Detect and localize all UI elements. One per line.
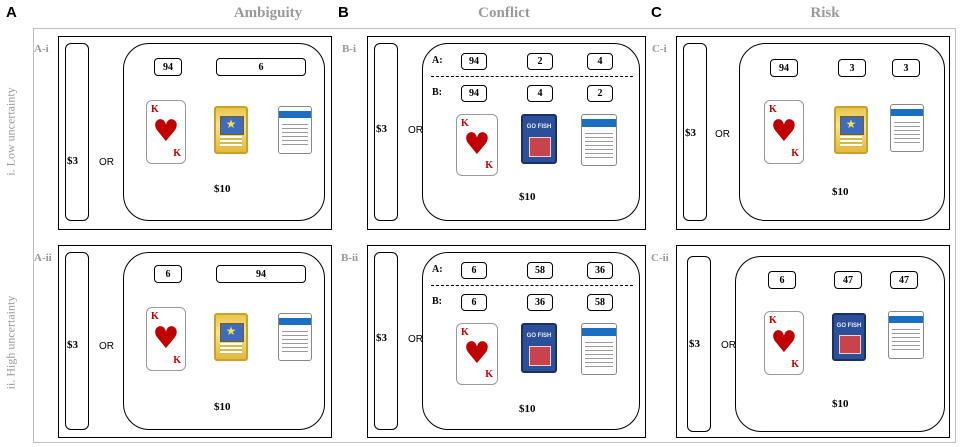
sure-option-pillar[interactable] — [687, 256, 711, 432]
row-label-high-uncertainty: ii. High uncertainty — [3, 295, 18, 390]
probability-box: 94 — [461, 53, 487, 70]
probability-box: 47 — [890, 271, 918, 289]
sure-amount: $3 — [67, 155, 78, 167]
panel-label: B-i — [342, 43, 357, 55]
probability-box: 94 — [770, 59, 798, 77]
probability-box: 6 — [461, 262, 487, 279]
dashed-divider — [431, 76, 633, 77]
king-of-hearts-card-icon: K ♥ K — [456, 114, 498, 176]
lottery-option[interactable]: A: 94 2 4 B: 94 4 2 K ♥ K GO FISH $10 — [422, 43, 640, 221]
king-of-hearts-card-icon: K ♥ K — [764, 311, 804, 375]
or-label: OR — [99, 341, 114, 352]
probability-box: 2 — [527, 53, 553, 70]
or-label: OR — [408, 334, 423, 345]
sure-option-pillar[interactable] — [65, 252, 89, 430]
column-title-conflict: Conflict — [478, 5, 530, 21]
sure-option-pillar[interactable] — [374, 252, 398, 430]
probability-box: 58 — [587, 294, 613, 311]
king-of-hearts-card-icon: K ♥ K — [146, 100, 186, 164]
or-label: OR — [721, 340, 736, 351]
sure-amount: $3 — [689, 338, 700, 350]
row-label-low-uncertainty: i. Low uncertainty — [3, 87, 18, 176]
prize-amount: $10 — [214, 183, 231, 195]
prize-amount: $10 — [832, 398, 849, 410]
row-b-label: B: — [432, 296, 442, 307]
figure-frame — [33, 28, 956, 443]
lottery-option[interactable]: A: 6 58 36 B: 6 36 58 K ♥ K GO FISH $10 — [422, 252, 640, 430]
column-title-risk: Risk — [810, 5, 840, 21]
dashed-divider — [431, 285, 633, 286]
column-title-ambiguity: Ambiguity — [233, 5, 303, 21]
prize-amount: $10 — [519, 403, 536, 415]
king-of-hearts-card-icon: K ♥ K — [764, 100, 804, 164]
row-a-label: A: — [432, 264, 443, 275]
sure-amount: $3 — [67, 339, 78, 351]
prize-amount: $10 — [832, 186, 849, 198]
probability-box: 36 — [527, 294, 553, 311]
pokemon-card-icon: ★ — [214, 313, 248, 361]
probability-box: 2 — [587, 85, 613, 102]
trump-card-icon — [278, 313, 312, 361]
row-b-label: B: — [432, 87, 442, 98]
panel-a-ii: A-ii $3 OR 6 94 K ♥ K ★ $10 — [34, 245, 332, 438]
king-of-hearts-card-icon: K ♥ K — [146, 307, 186, 371]
trump-card-icon — [581, 323, 617, 375]
probability-box: 47 — [834, 271, 862, 289]
probability-box: 36 — [587, 262, 613, 279]
row-a-label: A: — [432, 55, 443, 66]
sure-amount: $3 — [376, 332, 387, 344]
trump-card-icon — [890, 104, 924, 152]
sure-option-pillar[interactable] — [683, 43, 707, 221]
lottery-option[interactable]: 6 47 47 K ♥ K GO FISH $10 — [735, 256, 945, 432]
column-letter-a: A — [6, 4, 17, 21]
pokemon-card-icon: ★ — [214, 106, 248, 154]
sure-option-pillar[interactable] — [65, 43, 89, 221]
probability-box: 58 — [527, 262, 553, 279]
panel-c-ii: C-ii $3 OR 6 47 47 K ♥ K GO FISH $10 — [651, 245, 950, 438]
probability-box: 3 — [838, 59, 866, 77]
probability-box: 6 — [154, 265, 182, 283]
or-label: OR — [99, 157, 114, 168]
sure-amount: $3 — [376, 123, 387, 135]
go-fish-card-icon: GO FISH — [521, 323, 557, 373]
sure-amount: $3 — [685, 127, 696, 139]
lottery-option[interactable]: 94 3 3 K ♥ K ★ $10 — [739, 43, 945, 221]
probability-box: 4 — [587, 53, 613, 70]
panel-label: C-i — [652, 43, 667, 55]
column-letter-b: B — [338, 4, 349, 21]
or-label: OR — [715, 129, 730, 140]
panel-b-ii: B-ii $3 OR A: 6 58 36 B: 6 36 58 K ♥ K G… — [341, 245, 646, 438]
column-letter-c: C — [651, 4, 662, 21]
king-of-hearts-card-icon: K ♥ K — [456, 323, 498, 385]
trump-card-icon — [581, 114, 617, 166]
panel-b-i: B-i $3 OR A: 94 2 4 B: 94 4 2 K ♥ K GO F… — [342, 36, 646, 230]
prize-amount: $10 — [519, 191, 536, 203]
probability-box: 94 — [461, 85, 487, 102]
probability-box: 94 — [216, 265, 306, 283]
lottery-option[interactable]: 6 94 K ♥ K ★ $10 — [123, 252, 325, 430]
probability-box: 6 — [768, 271, 796, 289]
trump-card-icon — [888, 311, 924, 359]
trump-card-icon — [278, 106, 312, 154]
probability-box: 6 — [216, 58, 306, 76]
panel-c-i: C-i $3 OR 94 3 3 K ♥ K ★ $10 — [652, 36, 950, 230]
panel-label: A-i — [34, 43, 49, 55]
probability-box: 6 — [461, 294, 487, 311]
panel-a-i: A-i $3 OR 94 6 K ♥ K ★ $10 — [34, 36, 332, 230]
or-label: OR — [408, 125, 423, 136]
panel-label: C-ii — [651, 252, 669, 264]
go-fish-card-icon: GO FISH — [832, 313, 866, 361]
panel-label: A-ii — [34, 252, 52, 264]
panel-label: B-ii — [341, 252, 359, 264]
probability-box: 4 — [527, 85, 553, 102]
probability-box: 3 — [892, 59, 920, 77]
lottery-option[interactable]: 94 6 K ♥ K ★ $10 — [123, 43, 325, 221]
prize-amount: $10 — [214, 401, 231, 413]
probability-box: 94 — [154, 58, 182, 76]
sure-option-pillar[interactable] — [374, 43, 398, 221]
go-fish-card-icon: GO FISH — [521, 114, 557, 164]
pokemon-card-icon: ★ — [834, 106, 868, 154]
